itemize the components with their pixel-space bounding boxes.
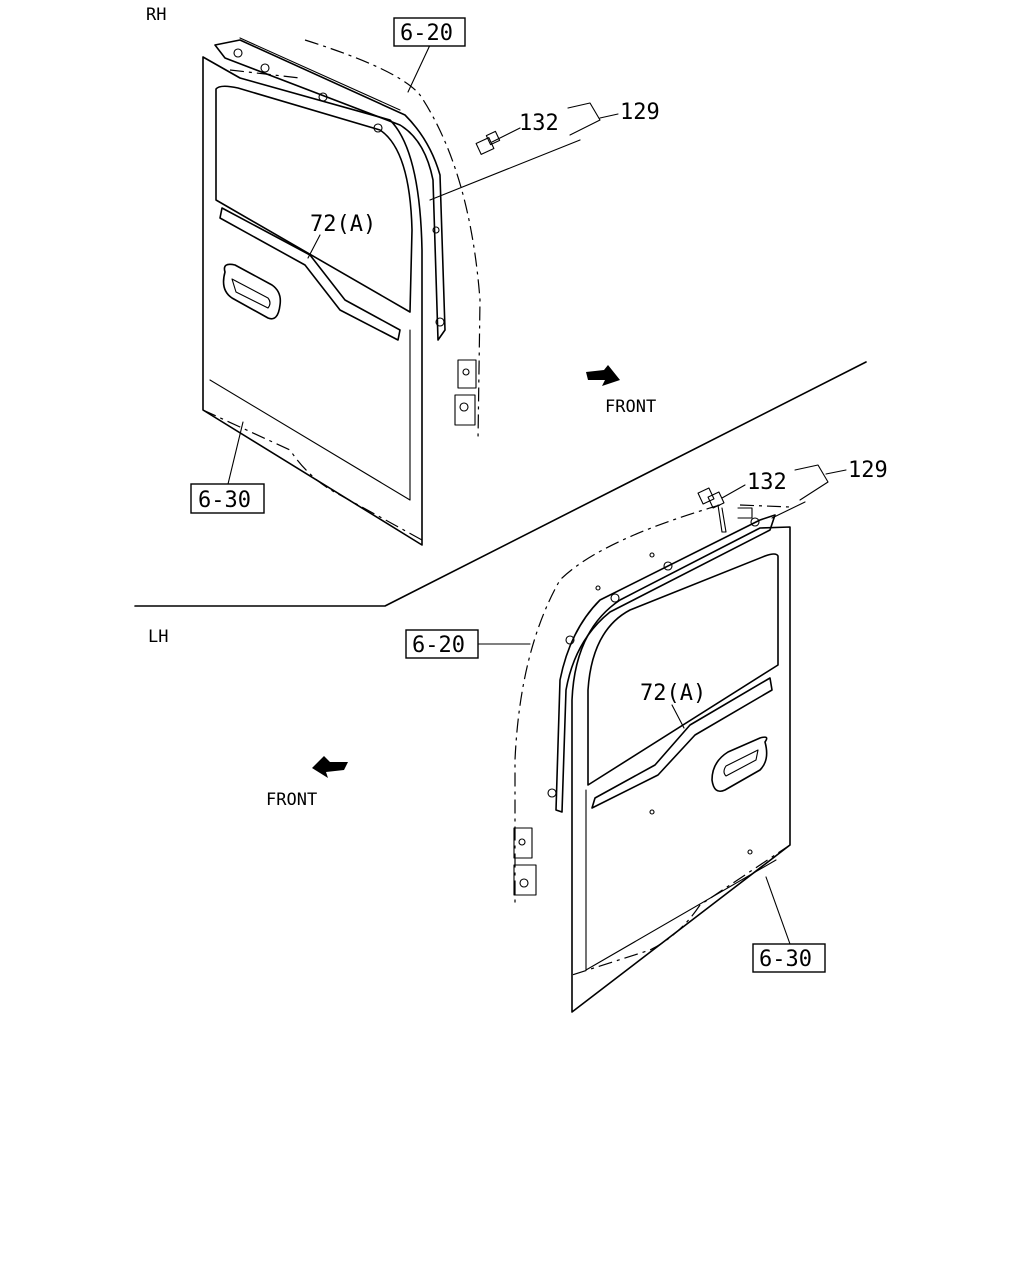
rh-body-outline [304, 39, 481, 441]
section-label-lh: LH [148, 627, 168, 647]
rh-callout-6-30: 6-30 [190, 421, 265, 514]
rh-part-132: 132 [519, 111, 559, 136]
rh-window-frame [215, 85, 413, 313]
lh-part-132-clip [697, 487, 753, 533]
rh-door-handle [222, 263, 282, 320]
rh-front-indicator: FRONT [586, 365, 656, 417]
section-label-rh: RH [146, 5, 166, 25]
rh-front-label: FRONT [605, 397, 656, 417]
rh-belt-molding [219, 207, 401, 341]
rh-hinges [454, 359, 477, 426]
lh-top-rail [555, 514, 776, 813]
lh-callout-6-30: 6-30 [752, 876, 826, 973]
lh-hinges [513, 827, 537, 896]
lh-window-frame [587, 553, 779, 786]
rh-ref-6-20: 6-20 [400, 21, 453, 46]
lh-door-handle [711, 736, 768, 793]
rh-part-132-clip [475, 130, 501, 155]
rh-callout-132-129: 132 129 [429, 100, 660, 201]
lh-part-129: 129 [848, 458, 888, 483]
lh-part-132: 132 [747, 470, 787, 495]
rh-front-arrow-icon [586, 365, 620, 386]
lh-ref-6-30: 6-30 [759, 947, 812, 972]
lh-front-arrow-icon [312, 756, 348, 778]
lh-door-panel [571, 526, 791, 1013]
lh-front-label: FRONT [266, 790, 317, 810]
lh-callout-132-129: 132 129 [721, 458, 888, 519]
lh-rail-clips [547, 517, 760, 798]
lh-callout-6-20: 6-20 [405, 629, 531, 659]
rh-callout-72a: 72(A) [307, 212, 376, 259]
rh-door-assembly [202, 37, 501, 546]
rh-part-129: 129 [620, 100, 660, 125]
lh-ref-6-20: 6-20 [412, 633, 465, 658]
section-divider [134, 361, 867, 607]
lh-door-assembly [513, 487, 791, 1013]
lh-belt-molding [591, 677, 773, 809]
rh-callout-6-20: 6-20 [393, 17, 466, 93]
lh-part-72a: 72(A) [640, 681, 706, 706]
rh-ref-6-30: 6-30 [198, 488, 251, 513]
rh-top-rail [214, 39, 446, 341]
lh-callout-72a: 72(A) [640, 681, 706, 729]
rh-rail-clips [233, 48, 445, 327]
rh-part-72a: 72(A) [310, 212, 376, 237]
lh-front-indicator: FRONT [266, 756, 348, 810]
